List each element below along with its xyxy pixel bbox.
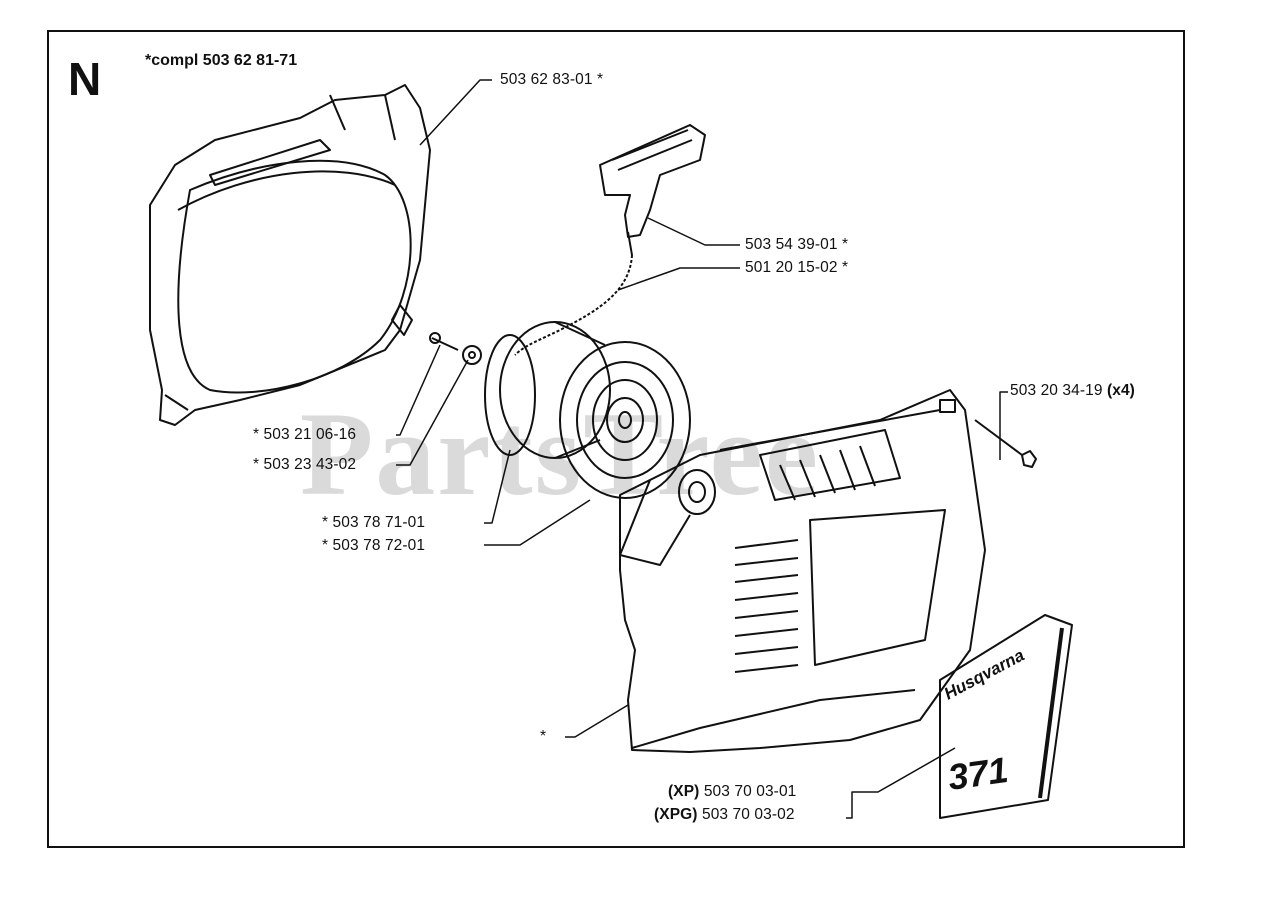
fan-housing-part: [149, 84, 431, 426]
handle-label: 503 54 39-01 *: [745, 236, 849, 253]
diagram-frame: [47, 30, 1185, 848]
decal-model-text: 371: [945, 749, 1010, 798]
left-washer-label: * 503 23 43-02: [253, 456, 357, 473]
section-letter: N: [68, 53, 102, 105]
decal-part: [939, 614, 1073, 819]
rope-label: 501 20 15-02 *: [745, 259, 849, 276]
leader-lines: [396, 79, 1008, 819]
complete-assembly-label: *compl 503 62 81-71: [145, 52, 298, 69]
decal-xp-label: (XP) 503 70 03-01: [668, 783, 796, 801]
pulley-label: * 503 78 71-01: [322, 514, 426, 531]
fan-housing-label: 503 62 83-01 *: [500, 71, 604, 88]
handle-part: [599, 124, 706, 256]
spring-part: [559, 341, 691, 499]
left-screw-part: [429, 332, 482, 365]
decal-xpg-tag: (XPG): [654, 806, 698, 823]
decal-xp-tag: (XP): [668, 783, 700, 800]
bushing-part: [678, 469, 716, 515]
decal-brand-text: Husqvarna: [941, 646, 1028, 704]
left-screw-label: * 503 21 06-16: [253, 426, 357, 443]
pulley-part: [484, 321, 611, 459]
rope-part: [514, 254, 633, 356]
right-screw-number: 503 20 34-19: [1010, 382, 1103, 399]
right-screw-part: [974, 419, 1037, 468]
right-screw-label: 503 20 34-19 (x4): [1010, 382, 1135, 400]
decal-xpg-number: 503 70 03-02: [701, 806, 795, 823]
cover-label: *: [540, 728, 547, 745]
right-screw-qty: (x4): [1106, 382, 1135, 399]
spring-label: * 503 78 72-01: [322, 537, 426, 554]
starter-cover-part: [619, 389, 986, 753]
decal-xp-number: 503 70 03-01: [703, 783, 797, 800]
decal-xpg-label: (XPG) 503 70 03-02: [654, 806, 795, 824]
